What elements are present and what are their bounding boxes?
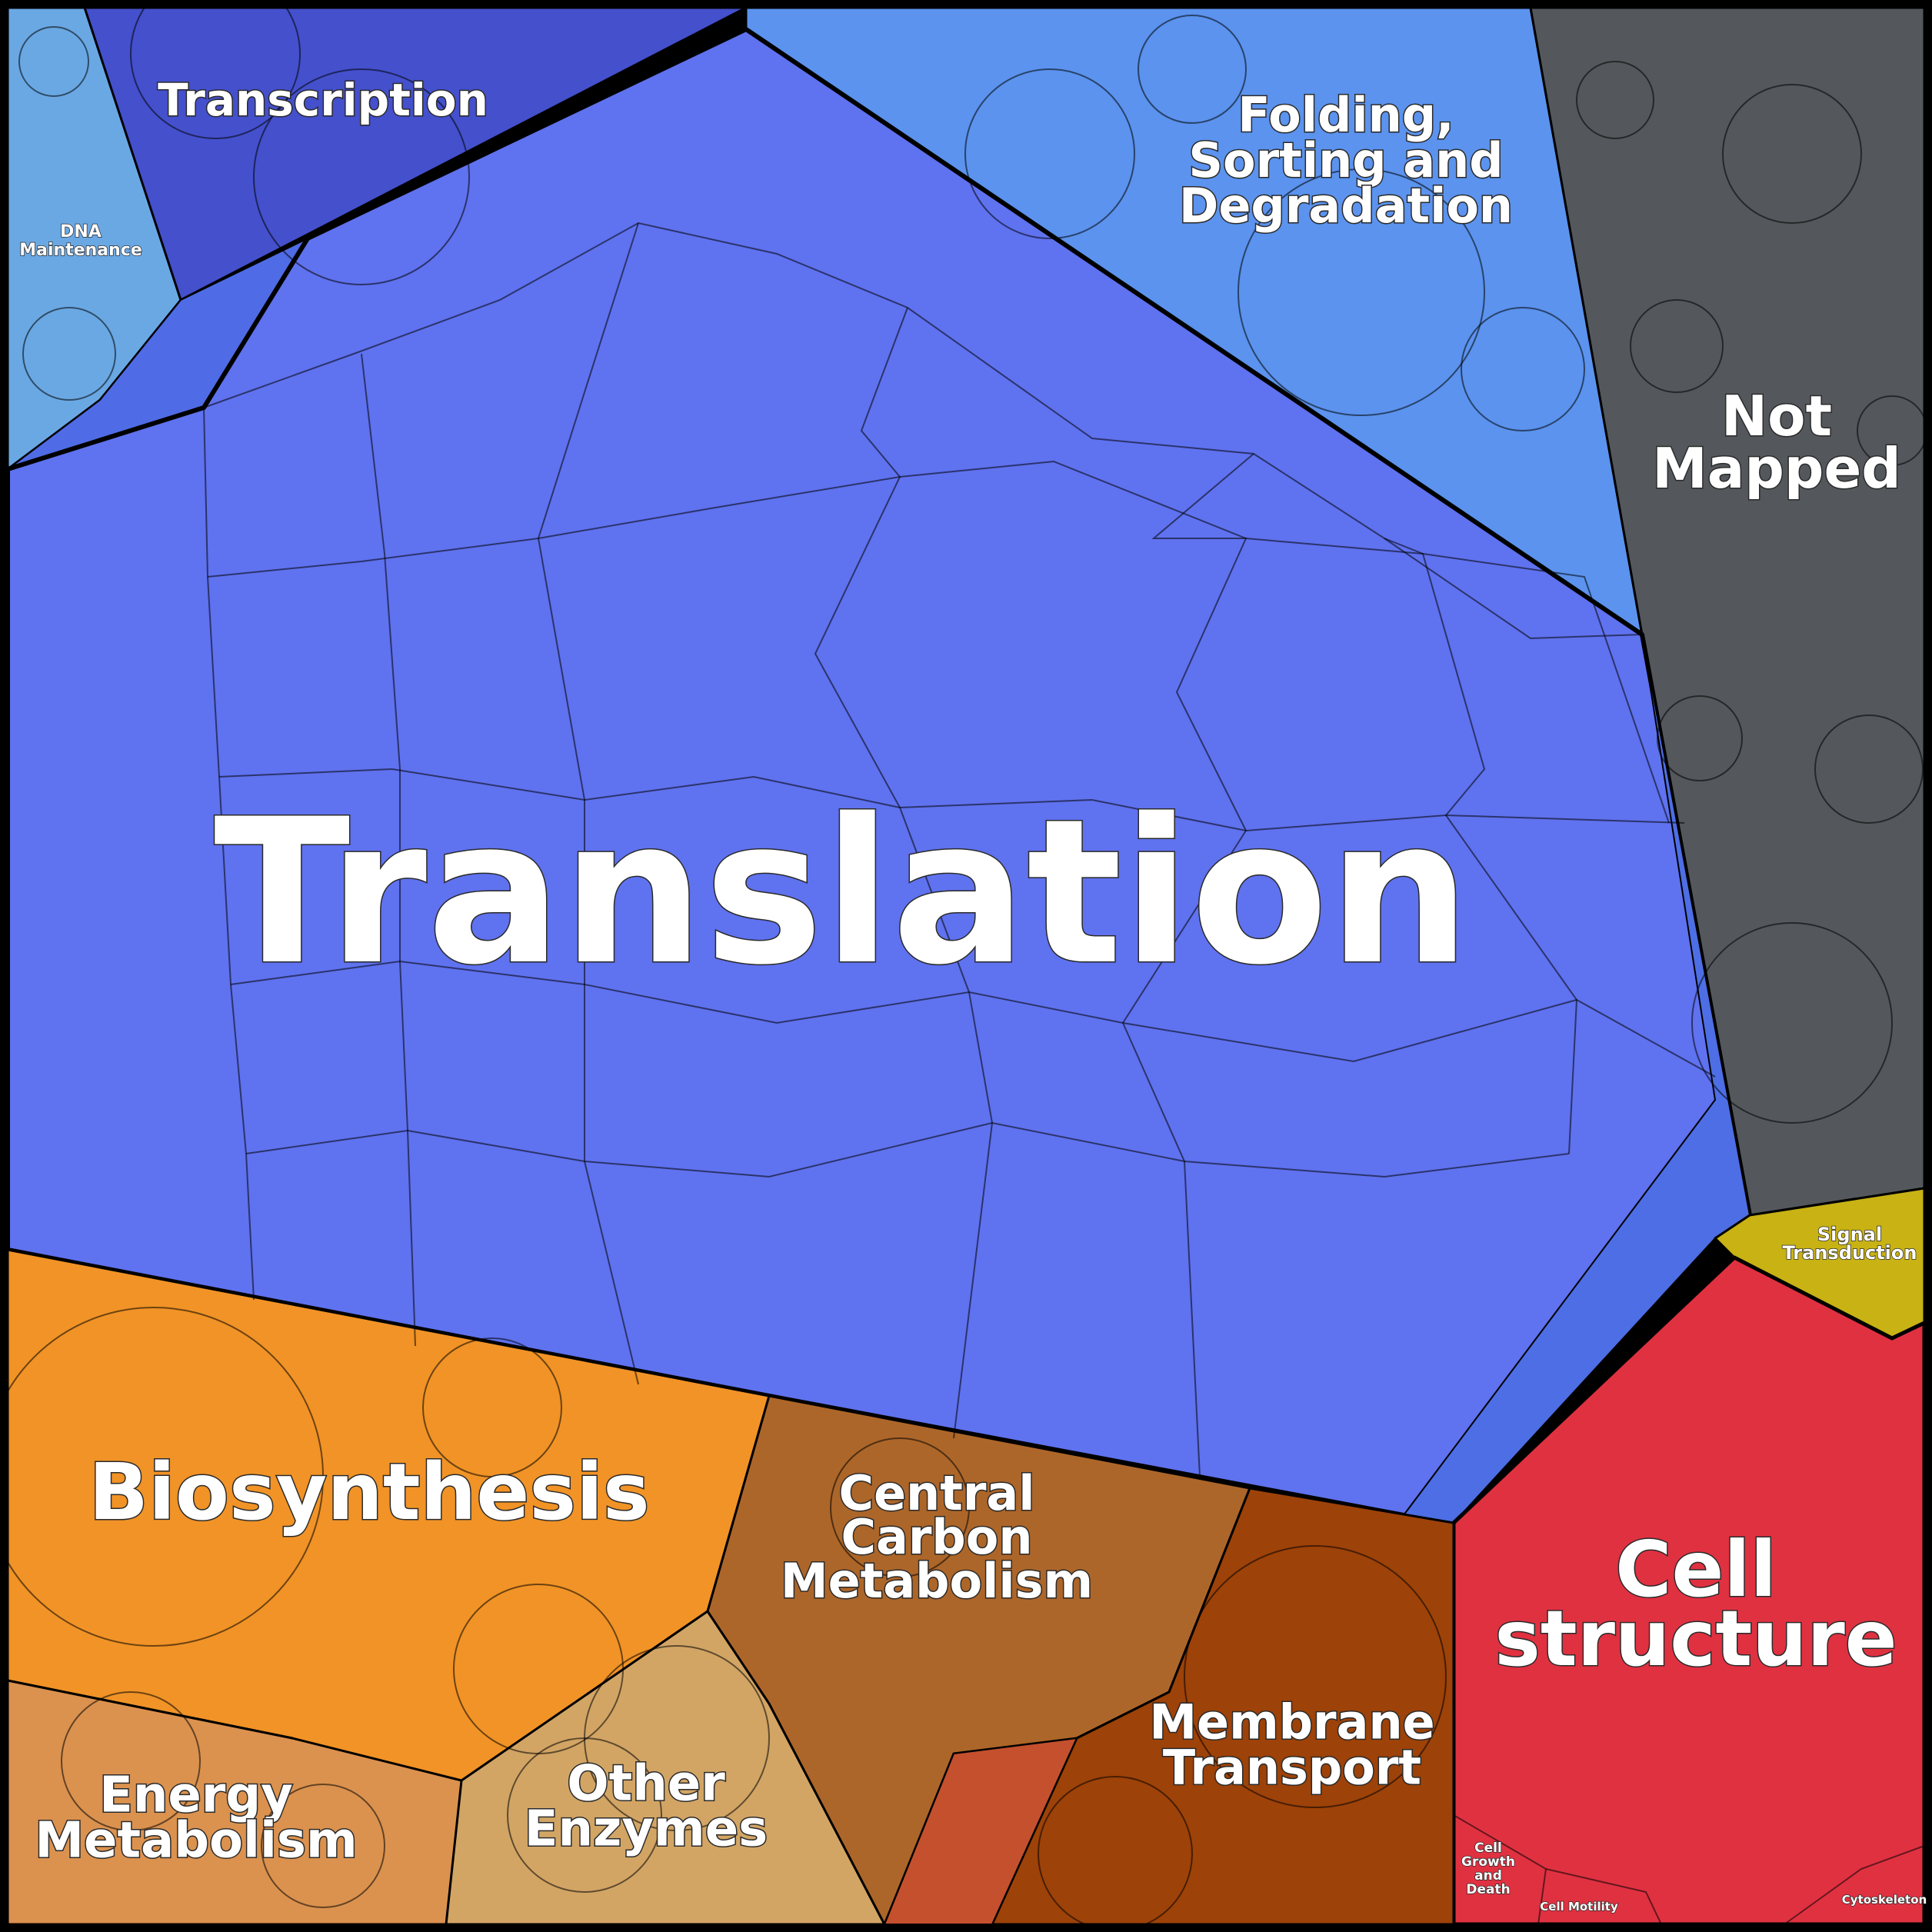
label-line: Membrane <box>1149 1694 1434 1750</box>
label-line: Biosynthesis <box>88 1447 650 1538</box>
label-line: Carbon <box>841 1509 1032 1565</box>
label-line: and <box>1474 1868 1502 1884</box>
label-line: Degradation <box>1179 178 1513 234</box>
label-line: Energy <box>99 1767 293 1824</box>
label-line: Signal <box>1817 1224 1882 1245</box>
label-line: Cell <box>1615 1524 1777 1614</box>
label-biosynthesis: Biosynthesis <box>88 1447 650 1538</box>
label-transcription: Transcription <box>158 74 488 126</box>
label-translation: Translation <box>214 777 1471 1009</box>
label-line: Not <box>1721 384 1832 448</box>
label-line: Translation <box>214 777 1471 1009</box>
label-line: Transcription <box>158 74 488 126</box>
label-line: structure <box>1494 1594 1897 1684</box>
label-line: Metabolism <box>781 1553 1093 1609</box>
label-line: Transport <box>1163 1739 1421 1795</box>
label-line: Central <box>839 1465 1035 1521</box>
label-line: Sorting and <box>1188 132 1503 188</box>
label-line: DNA <box>60 222 102 242</box>
label-cytoskeleton: Cytoskeleton <box>1842 1893 1927 1907</box>
label-line: Mapped <box>1652 436 1901 501</box>
region-layer <box>5 6 1927 1927</box>
label-line: Cell Motility <box>1540 1900 1618 1914</box>
label-line: Transduction <box>1783 1242 1917 1264</box>
label-line: Growth <box>1461 1854 1515 1870</box>
label-line: Metabolism <box>35 1812 357 1869</box>
label-line: Death <box>1466 1882 1510 1897</box>
label-line: Enzymes <box>525 1800 768 1857</box>
label-line: Cell <box>1474 1840 1502 1856</box>
label-line: Maintenance <box>19 241 142 260</box>
label-line: Other <box>567 1756 725 1813</box>
label-cell-motility: Cell Motility <box>1540 1900 1618 1914</box>
label-line: Folding, <box>1237 87 1454 143</box>
label-line: Cytoskeleton <box>1842 1893 1927 1907</box>
